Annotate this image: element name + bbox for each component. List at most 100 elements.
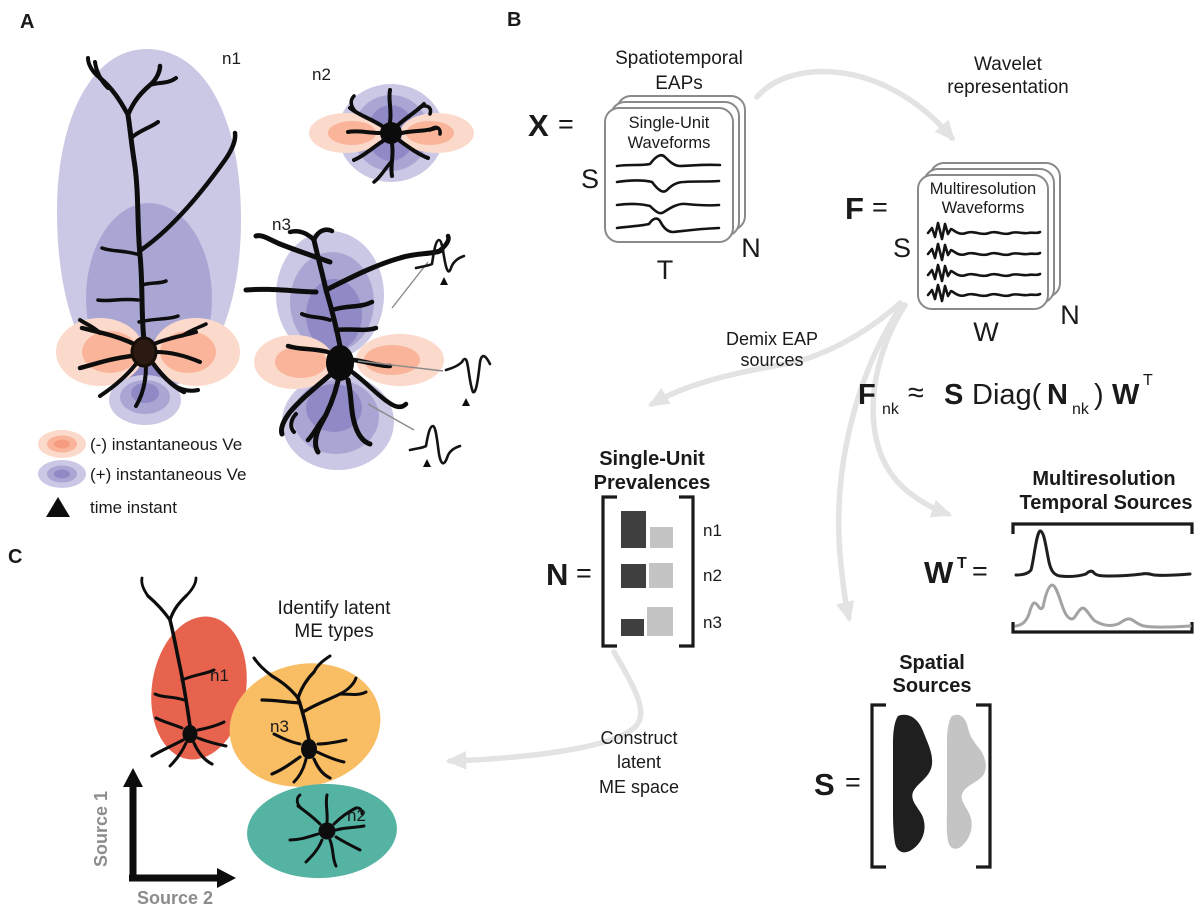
spike2-pointer-line bbox=[357, 360, 444, 372]
cluster-n1-neuron bbox=[140, 576, 228, 768]
spike1-pointer-line bbox=[391, 261, 429, 309]
n2-soma bbox=[380, 122, 402, 144]
f-axis-s: S bbox=[893, 233, 911, 263]
n-equals: = bbox=[576, 558, 592, 588]
x-waveform-1 bbox=[615, 153, 722, 168]
wt-top-bracket bbox=[1011, 522, 1194, 534]
demix-label-line2: sources bbox=[740, 350, 803, 370]
panel-b-letter: B bbox=[507, 9, 521, 31]
spike1-time-marker bbox=[440, 277, 448, 285]
f-to-s-arrow bbox=[835, 302, 905, 623]
n3-negative-field-left-core bbox=[275, 346, 327, 378]
f-axis-n: N bbox=[1060, 300, 1080, 330]
n2-label: n2 bbox=[312, 65, 331, 84]
prevalence-bar-n1-light bbox=[650, 527, 673, 548]
n2-negative-field-right-core bbox=[406, 121, 454, 145]
temporal-title-line2: Temporal Sources bbox=[1019, 492, 1192, 514]
legend-positive-swatch-core bbox=[54, 469, 70, 479]
cluster-n3-neuron bbox=[252, 654, 368, 784]
spatial-title-line1: Spatial bbox=[899, 652, 965, 674]
panel-b: B Spatiotemporal EAPs X = Single-Unit Wa… bbox=[507, 9, 1194, 869]
x-waveform-2 bbox=[615, 179, 721, 193]
n3-field-blobs bbox=[254, 231, 444, 470]
f-symbol: F bbox=[845, 191, 864, 226]
spatial-title-line2: Sources bbox=[893, 675, 972, 697]
formula-f: F bbox=[858, 379, 876, 411]
spike2-waveform bbox=[444, 354, 492, 394]
n3-neuron bbox=[243, 227, 451, 455]
wt-gray-source-trace bbox=[1014, 583, 1192, 629]
temporal-sources-block: Multiresolution Temporal Sources W T = bbox=[924, 468, 1194, 634]
prevalence-title-line2: Prevalences bbox=[594, 472, 711, 494]
legend-time-instant-triangle bbox=[46, 497, 70, 517]
n1-negative-field-right-core bbox=[160, 331, 216, 373]
f-card-title-line2: Waveforms bbox=[942, 199, 1025, 217]
formula-n-subscript: nk bbox=[1072, 401, 1090, 418]
f-card-title-line1: Multiresolution bbox=[930, 180, 1036, 198]
n1-neuron bbox=[77, 56, 238, 408]
f-card-stack: Multiresolution Waveforms bbox=[917, 162, 1061, 310]
eap-title-line1: Spatiotemporal bbox=[615, 48, 743, 69]
n-matrix-right-bracket bbox=[679, 495, 695, 648]
x-axis-s: S bbox=[581, 164, 599, 194]
prevalence-bar-n2-light bbox=[649, 563, 673, 588]
formula-s: S bbox=[944, 379, 963, 411]
wt-equals: = bbox=[972, 556, 988, 586]
x-to-f-arrow bbox=[754, 68, 955, 142]
legend-negative-swatch-core bbox=[54, 439, 70, 449]
n1-soma bbox=[130, 336, 158, 368]
s-black-spatial-source bbox=[893, 714, 933, 853]
cluster-n3-soma bbox=[301, 739, 317, 759]
construct-label-line2: latent bbox=[617, 752, 661, 772]
cluster-n2-soma bbox=[318, 822, 336, 840]
construct-label-line3: ME space bbox=[599, 777, 679, 797]
legend-time-label: time instant bbox=[90, 498, 177, 517]
demix-formula: F nk ≈ S Diag( N nk ) W T bbox=[858, 372, 1153, 418]
f-axis-w: W bbox=[973, 317, 999, 347]
spike3-waveform bbox=[408, 424, 462, 465]
n-matrix-row-label-n2: n2 bbox=[703, 566, 722, 585]
x-waveform-3 bbox=[615, 202, 721, 215]
latent-space-axes: Source 1 Source 2 bbox=[91, 768, 236, 908]
wt-black-source-trace bbox=[1014, 529, 1192, 578]
prevalence-bar-n3-light bbox=[647, 607, 673, 636]
cluster-n1-soma bbox=[182, 725, 198, 743]
wavelet-label-line2: representation bbox=[947, 77, 1068, 98]
prevalence-bar-n3-dark bbox=[621, 619, 644, 636]
n3-negative-field-right-core bbox=[364, 345, 420, 375]
y-axis-arrowhead bbox=[123, 768, 143, 787]
formula-diag-open: Diag( bbox=[972, 379, 1042, 411]
x-axis-label: Source 2 bbox=[137, 888, 213, 908]
wt-bottom-bracket bbox=[1011, 622, 1194, 634]
x-card-title-line1: Single-Unit bbox=[629, 114, 710, 132]
x-axis-arrowhead bbox=[217, 868, 236, 888]
identify-label-line2: ME types bbox=[294, 621, 373, 642]
spike1-waveform bbox=[414, 238, 466, 273]
legend-positive-label: (+) instantaneous Ve bbox=[90, 465, 246, 484]
wavelet-label-line1: Wavelet bbox=[974, 54, 1043, 75]
s-left-bracket bbox=[870, 703, 886, 869]
panel-a-legend: (-) instantaneous Ve (+) instantaneous V… bbox=[38, 430, 246, 517]
spike3-pointer-line bbox=[367, 403, 415, 431]
s-right-bracket bbox=[976, 703, 992, 869]
n3-label: n3 bbox=[272, 215, 291, 234]
wt-superscript: T bbox=[957, 555, 967, 572]
f-to-wt-arrow bbox=[870, 302, 953, 518]
legend-negative-label: (-) instantaneous Ve bbox=[90, 435, 242, 454]
prevalence-block: Single-Unit Prevalences N = n1 n2 n3 bbox=[546, 448, 722, 648]
x-equals: = bbox=[558, 109, 574, 139]
x-symbol: X bbox=[528, 108, 549, 143]
formula-w-superscript: T bbox=[1143, 372, 1153, 389]
y-axis-label: Source 1 bbox=[91, 791, 111, 867]
temporal-title-line1: Multiresolution bbox=[1032, 468, 1175, 490]
cluster-n1-label: n1 bbox=[210, 666, 229, 685]
identify-label-line1: Identify latent bbox=[277, 598, 391, 619]
eap-title-line2: EAPs bbox=[655, 73, 703, 94]
panel-c-letter: C bbox=[8, 546, 22, 568]
panel-a-letter: A bbox=[20, 11, 34, 33]
f-equals: = bbox=[872, 192, 888, 222]
x-card-front bbox=[604, 107, 734, 243]
prevalence-bar-n1-dark bbox=[621, 511, 646, 548]
n3-spike-insets bbox=[357, 238, 492, 467]
